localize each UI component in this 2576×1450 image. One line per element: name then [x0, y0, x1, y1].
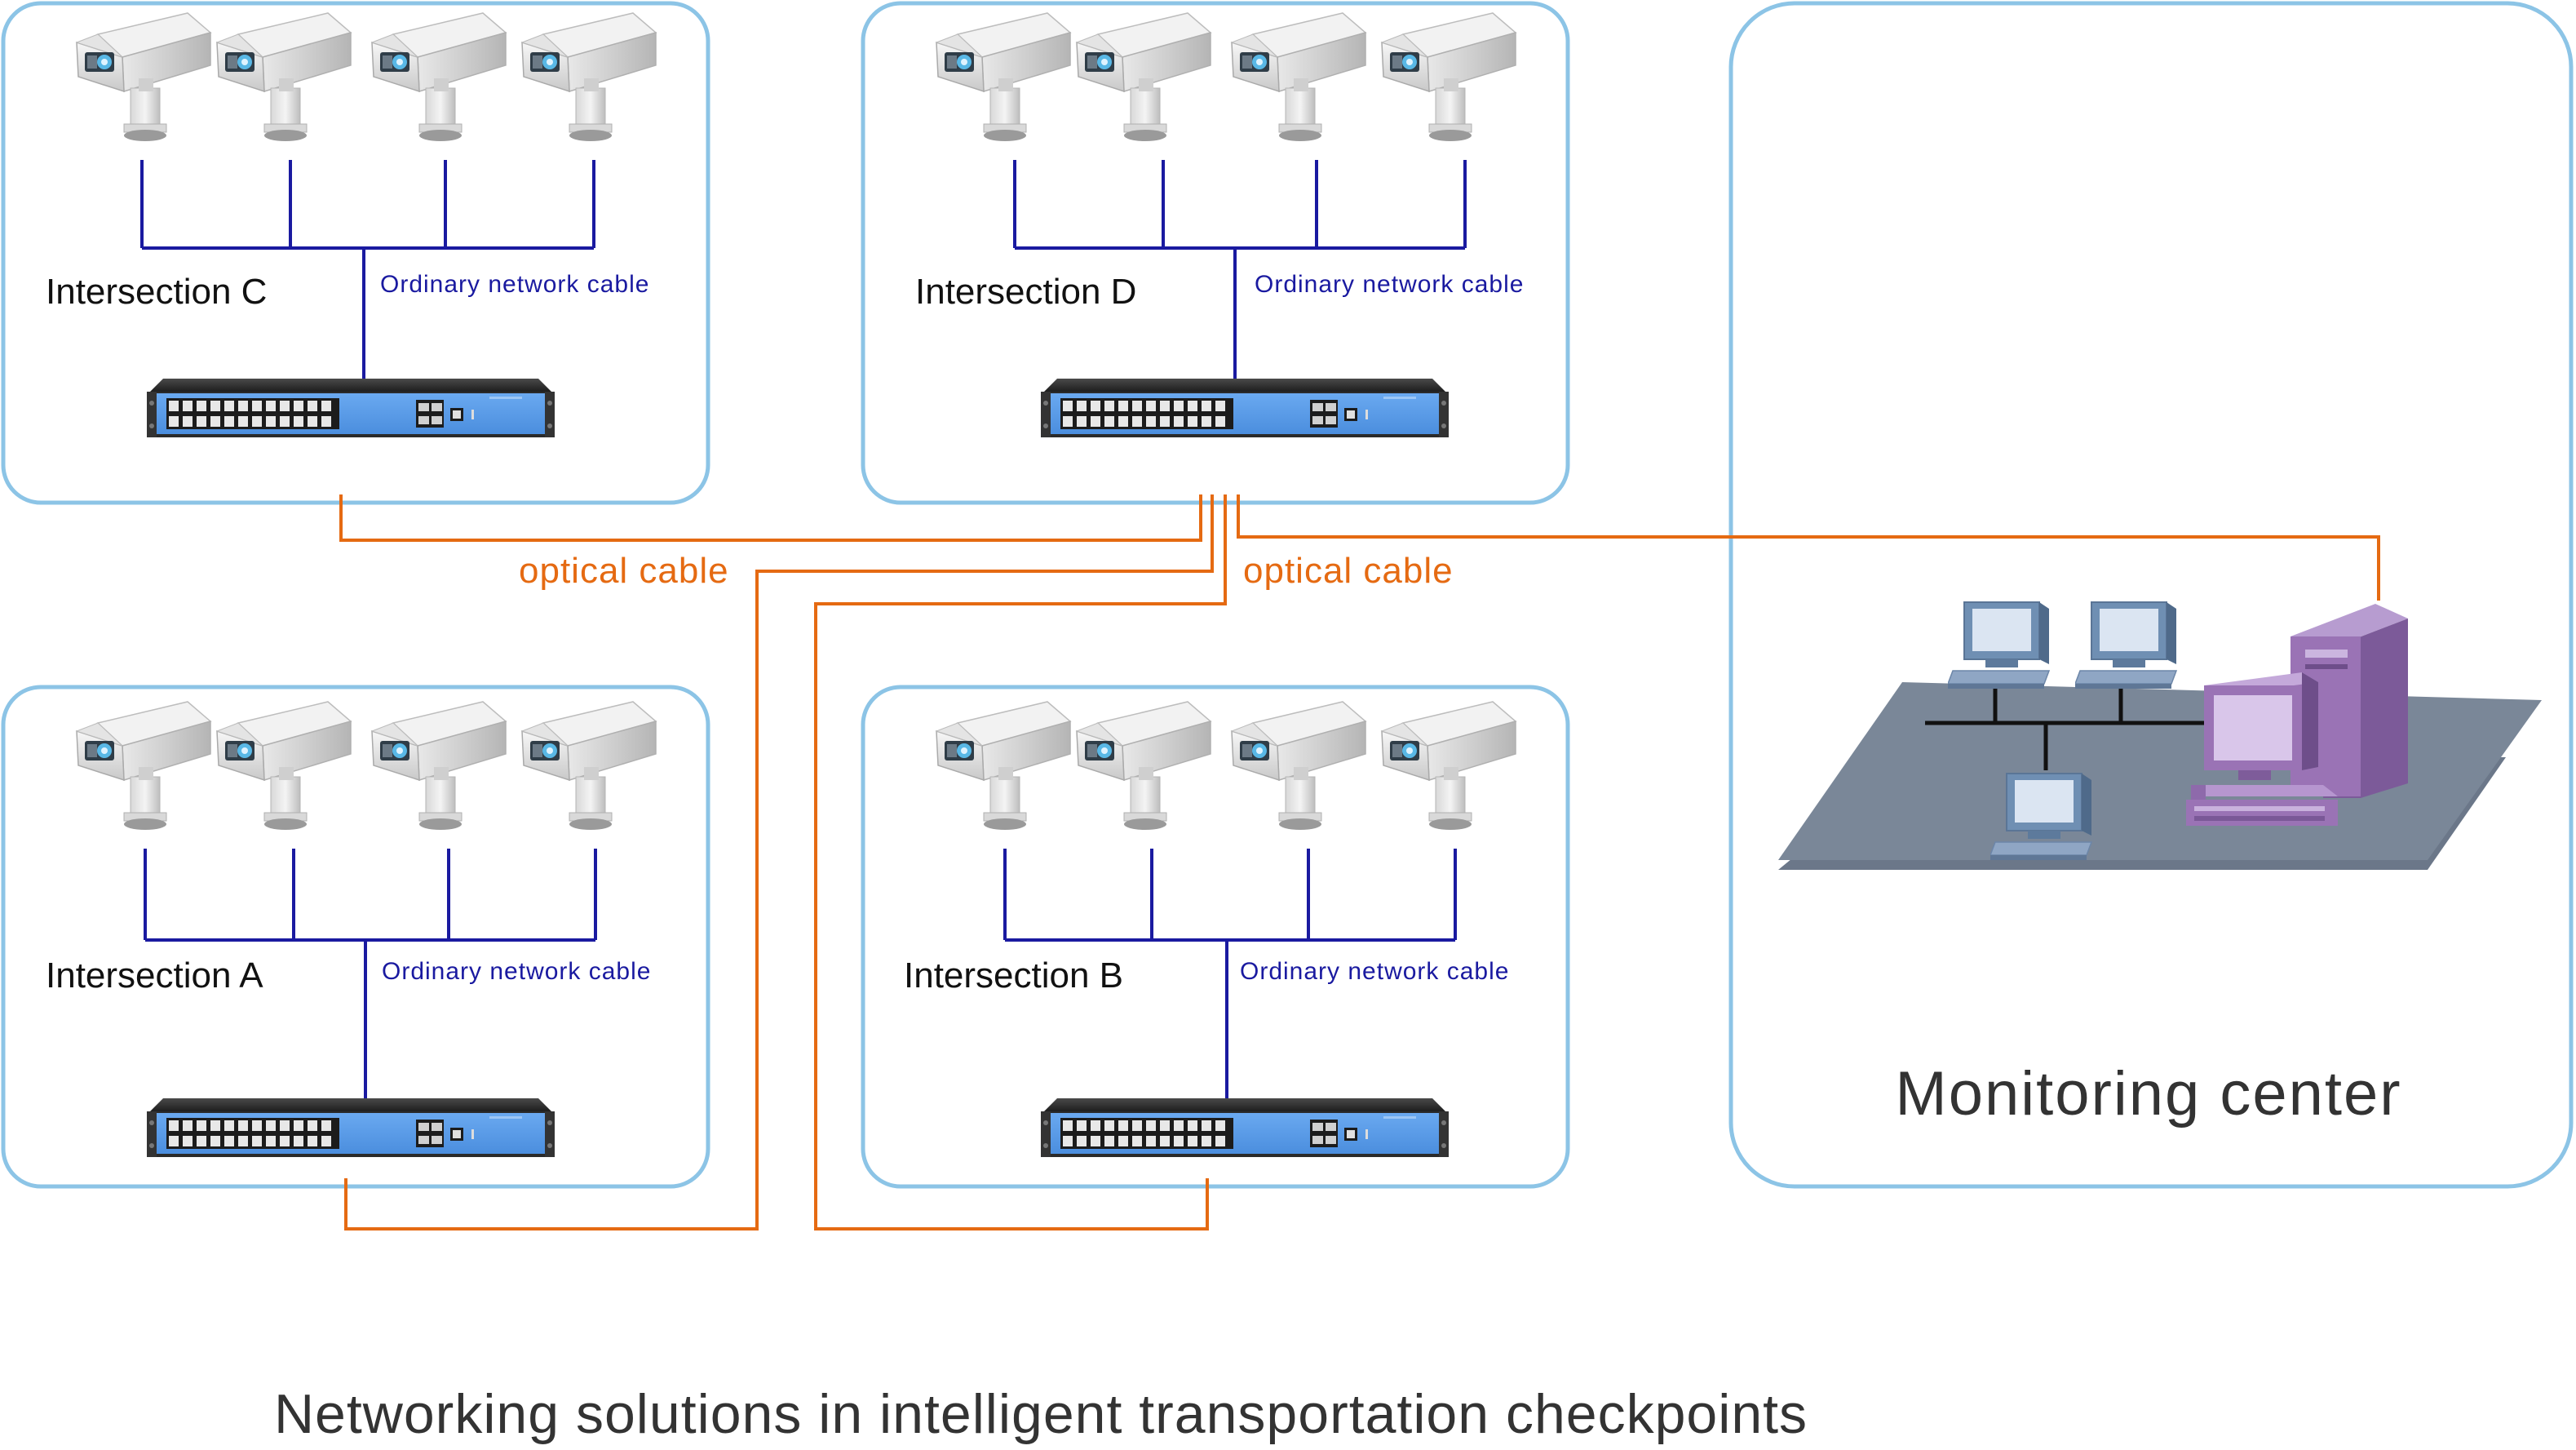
network-switch-icon: [1041, 1098, 1449, 1157]
intersection-a: Intersection A Ordinary network cable: [46, 701, 657, 1157]
optical-cable-label: optical cable: [1243, 551, 1454, 591]
platform: [1778, 682, 2542, 860]
network-cable: [1003, 849, 1457, 1102]
network-cable-label: Ordinary network cable: [1255, 271, 1524, 298]
network-cable: [144, 849, 597, 1102]
surveillance-camera-icon: [76, 701, 211, 831]
intersection-c: Intersection C Ordinary network cable: [46, 12, 657, 437]
surveillance-camera-icon: [216, 701, 352, 831]
intersection-b: Intersection B Ordinary network cable: [904, 701, 1516, 1157]
network-switch-icon: [147, 379, 555, 437]
network-cable: [1013, 160, 1467, 382]
network-cable-label: Ordinary network cable: [1240, 958, 1509, 985]
server-tower-icon: [2291, 604, 2408, 798]
surveillance-camera-icon: [521, 12, 657, 142]
lan-bus: [1925, 684, 2209, 770]
surveillance-camera-icon: [76, 12, 211, 142]
computer-terminal-icon: [1948, 601, 2050, 690]
intersection-label: Intersection A: [46, 956, 263, 995]
surveillance-camera-icon: [371, 701, 507, 831]
intersection-label: Intersection C: [46, 272, 267, 312]
optical-cable-c-d: [339, 494, 1202, 542]
surveillance-camera-icon: [936, 701, 1071, 831]
optical-cable-label: optical cable: [519, 551, 729, 591]
monitoring-center: Monitoring center: [1778, 601, 2542, 1129]
network-cable: [140, 160, 595, 382]
surveillance-camera-icon: [1076, 701, 1211, 831]
intersection-c-box: [1, 1, 710, 505]
network-cable-label: Ordinary network cable: [380, 271, 649, 298]
surveillance-camera-icon: [371, 12, 507, 142]
intersection-a-box: [1, 685, 710, 1189]
surveillance-camera-icon: [936, 12, 1071, 142]
surveillance-camera-icon: [216, 12, 352, 142]
surveillance-camera-icon: [1231, 701, 1366, 831]
diagram-caption: Networking solutions in intelligent tran…: [274, 1383, 1808, 1445]
monitoring-center-box: [1728, 1, 2574, 1189]
workstation-icon: [2186, 672, 2338, 826]
intersection-label: Intersection B: [904, 956, 1123, 995]
surveillance-camera-icon: [521, 701, 657, 831]
monitoring-center-title: Monitoring center: [1895, 1059, 2401, 1129]
optical-cable-b-d: [814, 494, 1227, 1231]
intersection-label: Intersection D: [915, 272, 1136, 312]
optical-cables: [339, 494, 2380, 1231]
network-switch-icon: [147, 1098, 555, 1157]
computer-terminal-icon: [2075, 601, 2177, 690]
surveillance-camera-icon: [1231, 12, 1366, 142]
intersection-b-box: [861, 685, 1570, 1189]
network-switch-icon: [1041, 379, 1449, 437]
optical-cable-a-d: [344, 494, 1214, 1231]
surveillance-camera-icon: [1381, 701, 1516, 831]
surveillance-camera-icon: [1076, 12, 1211, 142]
intersection-d-box: [861, 1, 1570, 505]
optical-cable-d-center: [1237, 494, 2380, 601]
surveillance-camera-icon: [1381, 12, 1516, 142]
network-cable-label: Ordinary network cable: [382, 958, 651, 985]
intersection-d: Intersection D Ordinary network cable: [915, 12, 1524, 437]
